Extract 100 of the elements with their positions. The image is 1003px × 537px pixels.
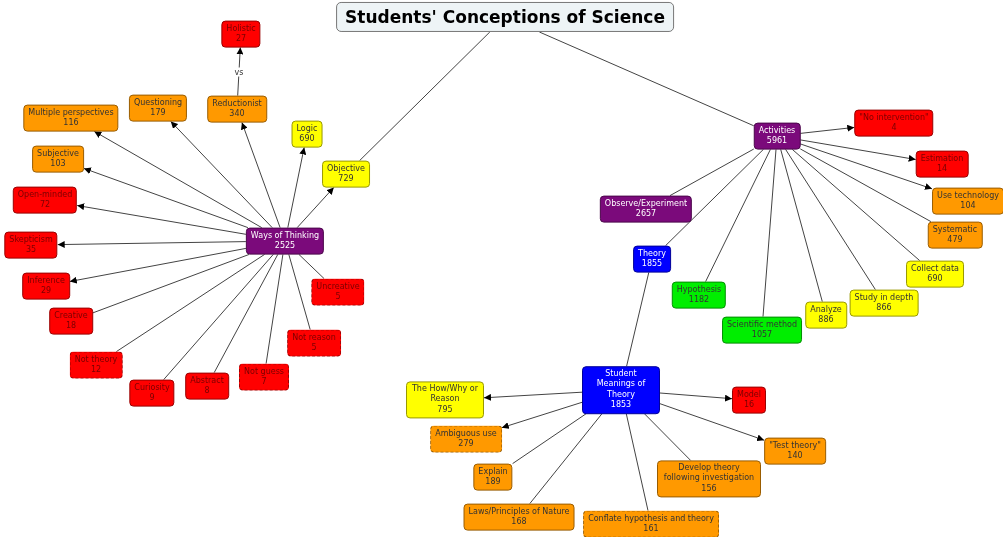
arrow: [76, 203, 247, 235]
connector-line: [780, 148, 823, 303]
count-label: 886: [817, 315, 835, 326]
count-label: 1182: [687, 295, 711, 306]
connector-line: [625, 413, 649, 512]
count-label: 479: [946, 235, 964, 246]
concept-box: [473, 463, 513, 491]
concept-label: Not guess: [244, 366, 284, 377]
concept-label: Scientific method: [727, 319, 797, 330]
count-label: 104: [959, 201, 977, 212]
count-label: 1855: [640, 259, 664, 270]
concept-box: [287, 329, 341, 357]
concept-box: [12, 186, 78, 214]
connector-line: [288, 253, 311, 331]
arrow: [69, 247, 247, 284]
connector-line: [163, 253, 274, 381]
node-label: Students' Conceptions of Science: [345, 5, 665, 29]
arrow: [83, 167, 249, 229]
count-label: 161: [642, 524, 660, 535]
edge-label: vs: [233, 67, 245, 76]
count-label: 340: [228, 109, 246, 120]
connector-line: [92, 253, 250, 314]
arrow: [659, 392, 733, 402]
count-label: 14: [935, 164, 949, 175]
arrow: [93, 130, 263, 229]
concept-box: [221, 20, 261, 48]
arrow: [799, 124, 855, 134]
count-label: 1853: [609, 400, 633, 411]
count-label: 140: [786, 451, 804, 462]
concept-box: [311, 278, 365, 306]
count-label: 795: [436, 405, 454, 416]
connector-line: [359, 31, 491, 162]
concept-box: [722, 316, 802, 344]
concept-box: [245, 227, 325, 255]
arrow: [483, 391, 583, 401]
concept-label: Inference: [27, 275, 65, 286]
concept-box: [32, 145, 84, 173]
arrow: [799, 143, 933, 190]
connector-line: [626, 271, 650, 367]
concept-label: Activities: [758, 125, 796, 136]
concept-label: Systematic: [932, 224, 978, 235]
concept-label: Open-minded: [17, 189, 73, 200]
count-label: 27: [234, 34, 248, 45]
connector-line: [665, 148, 764, 247]
connector-line: [799, 148, 932, 223]
count-label: 690: [298, 134, 316, 145]
count-label: 9: [148, 393, 156, 404]
concept-box: [22, 272, 70, 300]
concept-label: Not theory: [74, 354, 118, 365]
concept-box: [657, 460, 761, 498]
concept-label: Curiosity: [134, 382, 170, 393]
concept-label: Holistic: [226, 23, 256, 34]
concept-box: [23, 104, 119, 132]
concept-box: [207, 95, 267, 123]
concept-box: [128, 94, 188, 122]
count-label: 5: [334, 292, 342, 303]
arrow: [57, 241, 247, 248]
concept-box: [854, 109, 934, 137]
connector-line: [512, 413, 587, 465]
concept-box: [291, 120, 323, 148]
concept-label: Develop theory following investigation: [662, 463, 756, 484]
concept-box: [129, 379, 175, 407]
concept-box: [753, 122, 801, 150]
concept-label: The How/Why or Reason: [411, 384, 479, 405]
concept-box: [69, 351, 123, 379]
concept-box: [185, 372, 229, 400]
concept-box: [583, 510, 719, 537]
concept-box: [406, 381, 484, 419]
connector-line: [115, 253, 266, 353]
concept-box: [906, 260, 964, 288]
count-label: 168: [510, 517, 528, 528]
count-label: 5: [310, 343, 318, 354]
concept-label: Explain: [478, 466, 508, 477]
count-label: 12: [89, 365, 103, 376]
concept-box: [322, 160, 370, 188]
concept-box: [239, 363, 289, 391]
concept-label: Subjective: [37, 148, 79, 159]
concept-label: Creative: [54, 310, 88, 321]
concept-label: Logic: [296, 123, 318, 134]
count-label: 279: [457, 439, 475, 450]
count-label: 866: [875, 303, 893, 314]
concept-label: Ambiguous use: [435, 428, 497, 439]
concept-label: Not reason: [292, 332, 336, 343]
connector-line: [213, 253, 279, 374]
concept-box: [732, 386, 766, 414]
count-label: 1057: [750, 330, 774, 341]
concept-label: Hypothesis: [676, 284, 722, 295]
count-label: 2525: [273, 241, 297, 252]
count-label: 35: [24, 245, 38, 256]
count-label: 18: [64, 321, 78, 332]
concept-label: Analyze: [810, 304, 842, 315]
count-label: 690: [926, 274, 944, 285]
count-label: 7: [260, 377, 268, 388]
count-label: 29: [39, 286, 53, 297]
arrow: [287, 146, 307, 229]
count-label: 189: [484, 477, 502, 488]
connector-line: [705, 148, 771, 283]
concept-label: Model: [737, 389, 761, 400]
concept-label: Reductionist: [212, 98, 262, 109]
arrow: [296, 186, 335, 229]
